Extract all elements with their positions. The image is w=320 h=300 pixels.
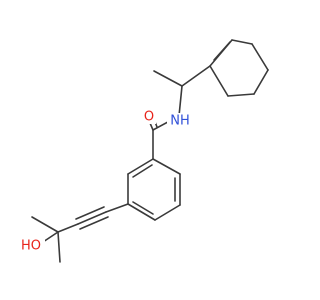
bond-triple-3 [79, 216, 109, 230]
bond-ring-d [253, 69, 269, 95]
hydroxyl-label: HO [21, 239, 41, 254]
bond-ring-alkyne [105, 203, 129, 213]
bond-benzene-4 [127, 203, 156, 221]
bond-quat-methyl-top [31, 216, 59, 233]
amide-nitrogen-label: NH [170, 114, 190, 129]
bond-quat-methyl-bottom [57, 231, 61, 263]
bond-ring-c [251, 43, 269, 71]
bond-ring-f [209, 65, 229, 97]
bond-benzene-inner-2 [132, 201, 154, 215]
bond-ring-a-double [213, 41, 231, 61]
bond-triple-2 [75, 206, 105, 220]
bond-ch-n [178, 85, 183, 117]
bond-benzene-3 [154, 204, 181, 221]
bond-ring-ch [181, 65, 211, 87]
bond-ring-e [227, 93, 255, 97]
bonds [31, 39, 269, 263]
bond-alkyne-quat [57, 223, 79, 233]
bond-ring-b [231, 39, 253, 45]
bond-triple-1 [77, 211, 107, 225]
bond-benzene-6 [127, 158, 154, 175]
molecule-structure: O NH HO [17, 39, 269, 263]
bond-ch-methyl [153, 70, 183, 87]
atom-labels: O NH HO [17, 109, 193, 254]
bond-benzene-1 [152, 158, 181, 175]
bond-benzene-inner-3 [132, 164, 153, 178]
amide-oxygen-label: O [144, 110, 154, 125]
